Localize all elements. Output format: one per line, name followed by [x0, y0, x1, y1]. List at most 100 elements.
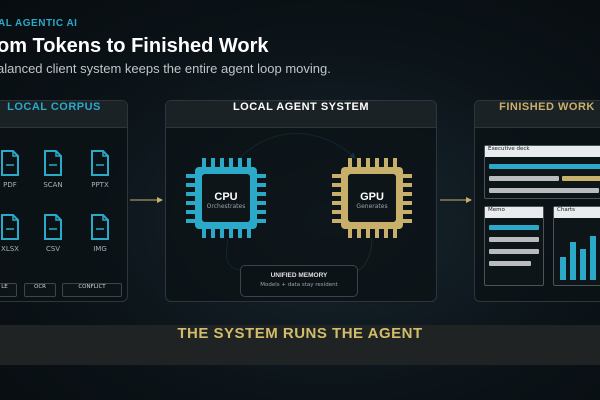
- chip-pin: [186, 183, 195, 187]
- mini-chart-bar: [590, 236, 596, 280]
- chip-pin: [220, 229, 224, 238]
- chip-pin: [211, 158, 215, 167]
- page-subtitle: alanced client system keeps the entire a…: [0, 61, 331, 76]
- chip-pin: [403, 219, 412, 223]
- file-scan: SCAN: [33, 150, 73, 189]
- gpu-label: GPU: [360, 191, 384, 203]
- deck-bar: [562, 176, 600, 181]
- corpus-panel-title: LOCAL CORPUS: [0, 101, 127, 128]
- corpus-panel: LOCAL CORPUS: [0, 100, 128, 302]
- chip-pin: [403, 183, 412, 187]
- chip-pin: [332, 183, 341, 187]
- chip-pin: [375, 229, 379, 238]
- chip-pin: [393, 229, 397, 238]
- chip-pin: [403, 201, 412, 205]
- chip-pin: [332, 219, 341, 223]
- memo-label: Memo: [485, 207, 543, 218]
- page-title: om Tokens to Finished Work: [0, 35, 269, 57]
- chip-pin: [257, 192, 266, 196]
- chip-pin: [384, 158, 388, 167]
- chip-pin: [332, 201, 341, 205]
- chip-pin: [202, 158, 206, 167]
- chip-pin: [186, 219, 195, 223]
- chip-pin: [186, 174, 195, 178]
- charts-label: Charts: [554, 207, 600, 218]
- file-xlsx: XLSX: [0, 214, 30, 253]
- chip-pin: [384, 229, 388, 238]
- mini-chart-bar: [560, 257, 566, 280]
- agent-panel-title: LOCAL AGENT SYSTEM: [166, 101, 436, 128]
- file-csv: CSV: [33, 214, 73, 253]
- mini-chart-bar: [580, 249, 586, 280]
- file-label: PDF: [3, 181, 17, 189]
- memory-subtitle: Models + data stay resident: [260, 282, 338, 288]
- document-icon: [1, 150, 19, 176]
- document-icon: [91, 150, 109, 176]
- chip-pin: [186, 201, 195, 205]
- chip-pin: [257, 183, 266, 187]
- document-icon: [44, 150, 62, 176]
- deck-label: Executive deck: [485, 146, 600, 157]
- file-label: CSV: [45, 245, 61, 253]
- chip-pin: [357, 229, 361, 238]
- executive-deck-card: Executive deck: [484, 145, 600, 199]
- cpu-chip: CPU Orchestrates: [186, 158, 266, 238]
- chip-pin: [332, 192, 341, 196]
- file-label: IMG: [93, 245, 107, 253]
- chip-pin: [357, 158, 361, 167]
- chip-core: [202, 174, 250, 222]
- chip-pin: [257, 219, 266, 223]
- chip-core: [348, 174, 396, 222]
- memo-line: [489, 249, 539, 254]
- chip-pin: [247, 158, 251, 167]
- memo-line: [489, 261, 531, 266]
- file-label: SCAN: [43, 181, 63, 189]
- chip-pin: [403, 210, 412, 214]
- document-icon: [1, 214, 19, 240]
- chip-pin: [332, 174, 341, 178]
- pill-conflict: CONFLICT: [62, 283, 122, 297]
- file-label: PPTX: [91, 181, 109, 189]
- memo-card: Memo: [484, 206, 544, 286]
- chip-pin: [247, 229, 251, 238]
- chip-pin: [375, 158, 379, 167]
- chip-icon: [186, 158, 266, 238]
- file-img: IMG: [80, 214, 120, 253]
- cpu-label: CPU: [214, 191, 238, 203]
- chip-pin: [257, 174, 266, 178]
- gpu-sublabel: Generates: [356, 203, 388, 210]
- memo-line: [489, 237, 539, 242]
- deck-bar: [489, 164, 600, 169]
- chip-pin: [202, 229, 206, 238]
- chip-pin: [211, 229, 215, 238]
- file-label: XLSX: [1, 245, 19, 253]
- file-pdf: PDF: [0, 150, 30, 189]
- chip-pin: [186, 210, 195, 214]
- chip-pin: [403, 174, 412, 178]
- cpu-sublabel: Orchestrates: [206, 203, 246, 210]
- chip-pin: [238, 158, 242, 167]
- chip-pin: [403, 192, 412, 196]
- unified-memory-box: UNIFIED MEMORY Models + data stay reside…: [240, 265, 358, 297]
- chip-pin: [332, 210, 341, 214]
- gpu-chip: GPU Generates: [332, 158, 412, 238]
- bottom-banner: THE SYSTEM RUNS THE AGENT: [0, 325, 600, 365]
- document-icon: [44, 214, 62, 240]
- memo-line: [489, 225, 539, 230]
- deck-bar: [489, 188, 599, 193]
- pill-ocr: OCR: [24, 283, 56, 297]
- charts-card: Charts: [553, 206, 600, 286]
- chip-icon: [332, 158, 412, 238]
- chip-pin: [186, 192, 195, 196]
- finished-panel-title: FINISHED WORK: [475, 101, 600, 128]
- chip-pin: [393, 158, 397, 167]
- chip-pin: [366, 158, 370, 167]
- chip-pin: [229, 229, 233, 238]
- chip-pin: [366, 229, 370, 238]
- chip-pin: [348, 229, 352, 238]
- memory-title: UNIFIED MEMORY: [270, 272, 328, 279]
- eyebrow-label: AL AGENTIC AI: [0, 18, 78, 29]
- chip-pin: [229, 158, 233, 167]
- chip-pin: [257, 210, 266, 214]
- chip-pin: [220, 158, 224, 167]
